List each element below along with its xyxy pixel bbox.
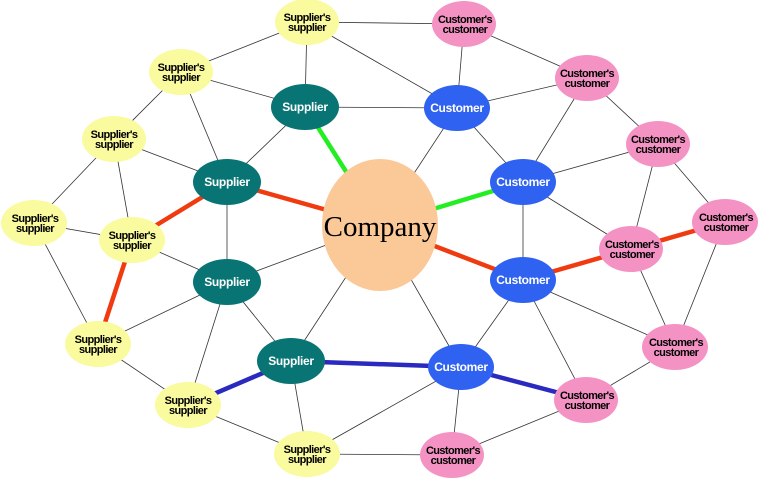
company-node[interactable]: Company <box>322 159 438 291</box>
suppliers-supplier-label: supplier <box>113 240 152 252</box>
customers-customer-label: Customer's <box>560 68 615 80</box>
suppliers-supplier-label: Supplier's <box>158 62 205 74</box>
suppliers-supplier-node[interactable]: Supplier's supplier <box>99 217 165 263</box>
customers-customer-label: customer <box>565 400 611 412</box>
suppliers-supplier-label: supplier <box>16 223 55 235</box>
suppliers-supplier-node[interactable]: Supplier's supplier <box>65 321 131 367</box>
suppliers-supplier-shape <box>155 382 221 428</box>
customers-customer-label: customer <box>431 455 477 467</box>
supplier-label: Supplier <box>282 100 328 114</box>
customers-customer-shape <box>432 1 496 47</box>
customers-customer-shape <box>599 226 663 272</box>
customer-node[interactable]: Customer <box>490 159 556 205</box>
suppliers-supplier-label: supplier <box>288 22 327 34</box>
suppliers-supplier-node[interactable]: Supplier's supplier <box>149 49 213 95</box>
supplier-label: Supplier <box>204 175 250 189</box>
suppliers-supplier-label: Supplier's <box>109 230 156 242</box>
customers-customer-label: customer <box>610 249 656 261</box>
suppliers-supplier-label: Supplier's <box>284 12 331 24</box>
customers-customer-label: Customer's <box>649 337 704 349</box>
suppliers-supplier-node[interactable]: Supplier's supplier <box>274 431 340 477</box>
supplier-shape <box>193 159 261 205</box>
customer-shape <box>428 344 494 390</box>
customers-customer-node[interactable]: Customer's customer <box>626 121 690 167</box>
customer-label: Customer <box>434 360 488 374</box>
suppliers-supplier-node[interactable]: Supplier's supplier <box>82 116 146 162</box>
supplier-shape <box>271 84 339 130</box>
customers-customer-shape <box>420 432 484 478</box>
customers-customer-label: Customer's <box>631 134 686 146</box>
customer-node[interactable]: Customer <box>424 85 490 131</box>
suppliers-supplier-label: supplier <box>169 405 208 417</box>
suppliers-supplier-shape <box>1 200 67 246</box>
customer-shape <box>424 85 490 131</box>
company-shape <box>322 159 438 291</box>
customers-customer-shape <box>626 121 690 167</box>
customers-customer-node[interactable]: Customer's customer <box>599 226 663 272</box>
supplier-shape <box>257 338 325 384</box>
customers-customer-label: Customer's <box>605 239 660 251</box>
nodes-layer: Company Supplier Supplier Supplier Suppl… <box>1 0 758 478</box>
suppliers-supplier-label: supplier <box>288 454 327 466</box>
suppliers-supplier-label: supplier <box>79 344 118 356</box>
suppliers-supplier-node[interactable]: Supplier's supplier <box>1 200 67 246</box>
connection-edge <box>306 366 462 455</box>
supplier-node[interactable]: Supplier <box>271 84 339 130</box>
suppliers-supplier-node[interactable]: Supplier's supplier <box>275 0 339 45</box>
suppliers-supplier-shape <box>82 116 146 162</box>
customers-customer-label: Customer's <box>699 212 754 224</box>
suppliers-supplier-label: supplier <box>162 72 201 84</box>
customers-customer-label: customer <box>704 222 750 234</box>
suppliers-supplier-label: Supplier's <box>75 334 122 346</box>
suppliers-supplier-label: Supplier's <box>165 395 212 407</box>
customer-label: Customer <box>496 273 550 287</box>
customer-shape <box>490 159 556 205</box>
supplier-node[interactable]: Supplier <box>257 338 325 384</box>
customers-customer-label: customer <box>443 24 489 36</box>
suppliers-supplier-shape <box>275 0 339 45</box>
supplier-node[interactable]: Supplier <box>193 259 261 305</box>
suppliers-supplier-shape <box>274 431 340 477</box>
supplier-label: Supplier <box>204 275 250 289</box>
suppliers-supplier-label: supplier <box>95 139 134 151</box>
customers-customer-node[interactable]: Customer's customer <box>555 55 619 101</box>
customers-customer-label: Customer's <box>426 445 481 457</box>
customers-customer-node[interactable]: Customer's customer <box>642 324 708 370</box>
customer-shape <box>490 257 556 303</box>
customer-node[interactable]: Customer <box>490 257 556 303</box>
customers-customer-node[interactable]: Customer's customer <box>692 199 758 245</box>
suppliers-supplier-shape <box>149 49 213 95</box>
customers-customer-node[interactable]: Customer's customer <box>554 377 618 423</box>
customers-customer-shape <box>555 55 619 101</box>
customer-label: Customer <box>496 175 550 189</box>
suppliers-supplier-label: Supplier's <box>91 129 138 141</box>
customer-node[interactable]: Customer <box>428 344 494 390</box>
customers-customer-shape <box>692 199 758 245</box>
customers-customer-node[interactable]: Customer's customer <box>432 1 496 47</box>
customers-customer-label: customer <box>636 144 682 156</box>
supplier-label: Supplier <box>268 354 314 368</box>
suppliers-supplier-shape <box>99 217 165 263</box>
customer-label: Customer <box>430 101 484 115</box>
supplier-shape <box>193 259 261 305</box>
suppliers-supplier-node[interactable]: Supplier's supplier <box>155 382 221 428</box>
suppliers-supplier-shape <box>65 321 131 367</box>
customers-customer-label: customer <box>654 347 700 359</box>
suppliers-supplier-label: Supplier's <box>12 213 59 225</box>
customers-customer-label: Customer's <box>560 390 615 402</box>
company-label: Company <box>324 211 437 243</box>
customers-customer-label: Customer's <box>438 14 493 26</box>
suppliers-supplier-label: Supplier's <box>284 444 331 456</box>
customers-customer-label: customer <box>565 78 611 90</box>
supplier-node[interactable]: Supplier <box>193 159 261 205</box>
customers-customer-shape <box>554 377 618 423</box>
customers-customer-shape <box>642 324 708 370</box>
customers-customer-node[interactable]: Customer's customer <box>420 432 484 478</box>
